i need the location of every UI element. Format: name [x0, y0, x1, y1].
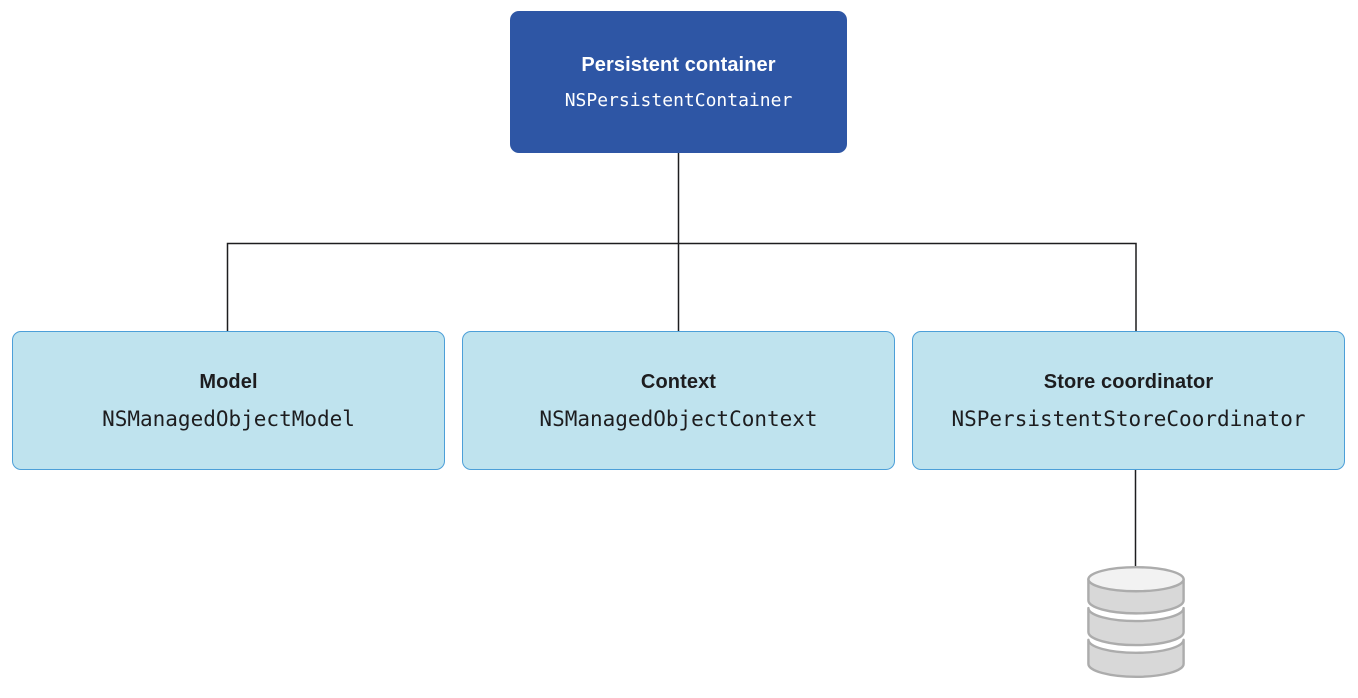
node-title: Persistent container [581, 53, 776, 76]
database-segment-middle [1087, 606, 1185, 647]
node-persistent-container: Persistent container NSPersistentContain… [510, 11, 847, 153]
node-class-name: NSPersistentContainer [564, 89, 793, 111]
node-context: Context NSManagedObjectContext [462, 331, 895, 470]
node-title: Context [640, 370, 717, 393]
database-segment-bottom [1087, 638, 1185, 679]
node-class-name: NSManagedObjectModel [102, 406, 355, 431]
node-class-name: NSPersistentStoreCoordinator [951, 406, 1306, 431]
database-icon [1087, 566, 1185, 679]
node-title: Model [199, 370, 258, 393]
node-title: Store coordinator [1043, 370, 1214, 393]
database-top-face [1087, 566, 1185, 593]
node-class-name: NSManagedObjectContext [539, 406, 818, 431]
node-model: Model NSManagedObjectModel [12, 331, 445, 470]
node-store-coordinator: Store coordinator NSPersistentStoreCoord… [912, 331, 1345, 470]
connector-branch [226, 242, 1137, 331]
